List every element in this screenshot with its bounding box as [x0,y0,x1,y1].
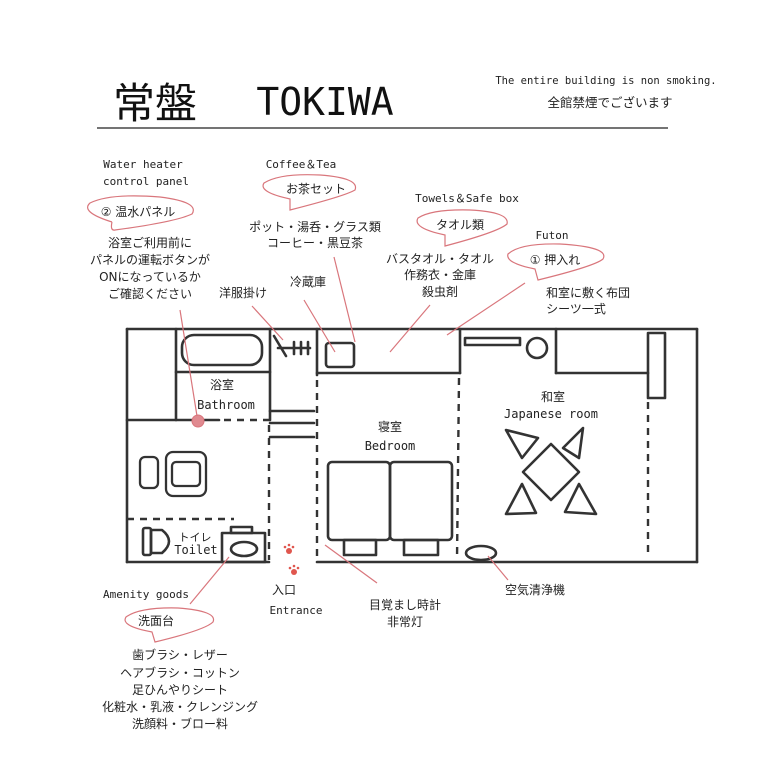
svg-text:Water heater: Water heater [103,158,183,171]
svg-text:control panel: control panel [103,175,189,188]
hanger-label: 洋服掛け [219,285,267,300]
bathtub [180,333,264,367]
towels-callout: Towels＆Safe box タオル類 バスタオル・タオル 作務衣・金庫 殺虫… [386,192,519,353]
fridge-pointer [303,299,336,353]
bathroom-label-en: Bathroom [197,398,255,412]
svg-text:歯ブラシ・レザー: 歯ブラシ・レザー [132,647,228,662]
bathroom-label-jp: 浴室 [210,377,234,392]
svg-text:① 押入れ: ① 押入れ [530,253,581,267]
svg-text:ONになっているか: ONになっているか [99,270,201,284]
svg-text:Amenity goods: Amenity goods [103,588,189,601]
air-purifier-pointer [487,555,509,581]
svg-text:作務衣・金庫: 作務衣・金庫 [404,267,476,282]
beds [326,460,454,557]
emergency-light-label: 非常灯 [387,615,423,629]
japanese-room-label-jp: 和室 [541,389,565,404]
svg-text:化粧水・乳液・クレンジング: 化粧水・乳液・クレンジング [102,699,258,714]
hanger-pointer [251,305,284,341]
air-purifier-label: 空気清浄機 [505,582,565,597]
armchair [138,450,208,498]
svg-text:パネルの運転ボタンが: パネルの運転ボタンが [90,252,210,267]
futon-callout: Futon ① 押入れ 和室に敷く布団 シーツ一式 [446,229,630,336]
water-heater-panel [525,336,549,360]
toilet [141,526,171,557]
svg-text:足ひんやりシート: 足ひんやりシート [132,683,228,697]
svg-text:和室に敷く布団: 和室に敷く布団 [546,285,630,300]
svg-text:タオル類: タオル類 [436,218,484,232]
svg-text:シーツ一式: シーツ一式 [546,302,606,316]
svg-text:洗顔料・ブロー料: 洗顔料・ブロー料 [132,716,228,731]
svg-text:浴室ご利用前に: 浴室ご利用前に [108,235,192,250]
title-en: TOKIWA [256,80,393,124]
svg-text:ご確認ください: ご確認ください [108,286,192,301]
notice-en: The entire building is non smoking. [495,75,716,87]
svg-text:バスタオル・タオル: バスタオル・タオル [386,252,494,266]
alarm-clock-label: 目覚まし時計 [369,597,441,612]
svg-text:ヘアブラシ・コットン: ヘアブラシ・コットン [120,665,240,680]
water-heater-callout: Water heater control panel ② 温水パネル 浴室ご利用… [87,158,210,417]
svg-text:洗面台: 洗面台 [138,613,174,628]
entrance-label-en: Entrance [270,604,323,617]
title-jp: 常盤 [113,79,197,128]
entrance-paw-prints [283,543,300,575]
svg-text:コーヒー・黒豆茶: コーヒー・黒豆茶 [267,235,363,250]
notice-jp: 全館禁煙でございます [547,95,672,110]
toilet-label-en: Toilet [174,543,217,557]
entrance-label-jp: 入口 [272,583,296,597]
washbasin [220,525,267,564]
svg-text:Towels＆Safe box: Towels＆Safe box [415,192,519,205]
coffee-tea-callout: Coffee＆Tea お茶セット ポット・湯呑・グラス類 コーヒー・黒豆茶 [249,158,381,343]
alarm-pointer [324,544,378,584]
svg-text:ポット・湯呑・グラス類: ポット・湯呑・グラス類 [249,220,381,234]
svg-text:② 温水パネル: ② 温水パネル [101,205,176,219]
japanese-room-label-en: Japanese room [504,407,598,421]
svg-text:Futon: Futon [535,229,568,242]
air-purifier [464,544,498,562]
bedroom-label-en: Bedroom [365,439,416,453]
fridge [324,341,356,369]
svg-text:殺虫剤: 殺虫剤 [422,284,458,299]
water-heater-control-icon [191,414,205,428]
shelf [463,336,522,347]
clothes-hanger [272,334,312,358]
amenity-callout: Amenity goods 洗面台 歯ブラシ・レザー ヘアブラシ・コットン 足ひ… [102,556,258,731]
table-and-chairs [504,426,598,516]
svg-text:Coffee＆Tea: Coffee＆Tea [266,158,337,171]
walls [125,327,699,564]
toilet-label-jp: トイレ [179,531,212,544]
bedroom-label-jp: 寝室 [378,419,402,434]
svg-text:お茶セット: お茶セット [286,181,346,196]
fridge-label: 冷蔵庫 [290,275,326,289]
